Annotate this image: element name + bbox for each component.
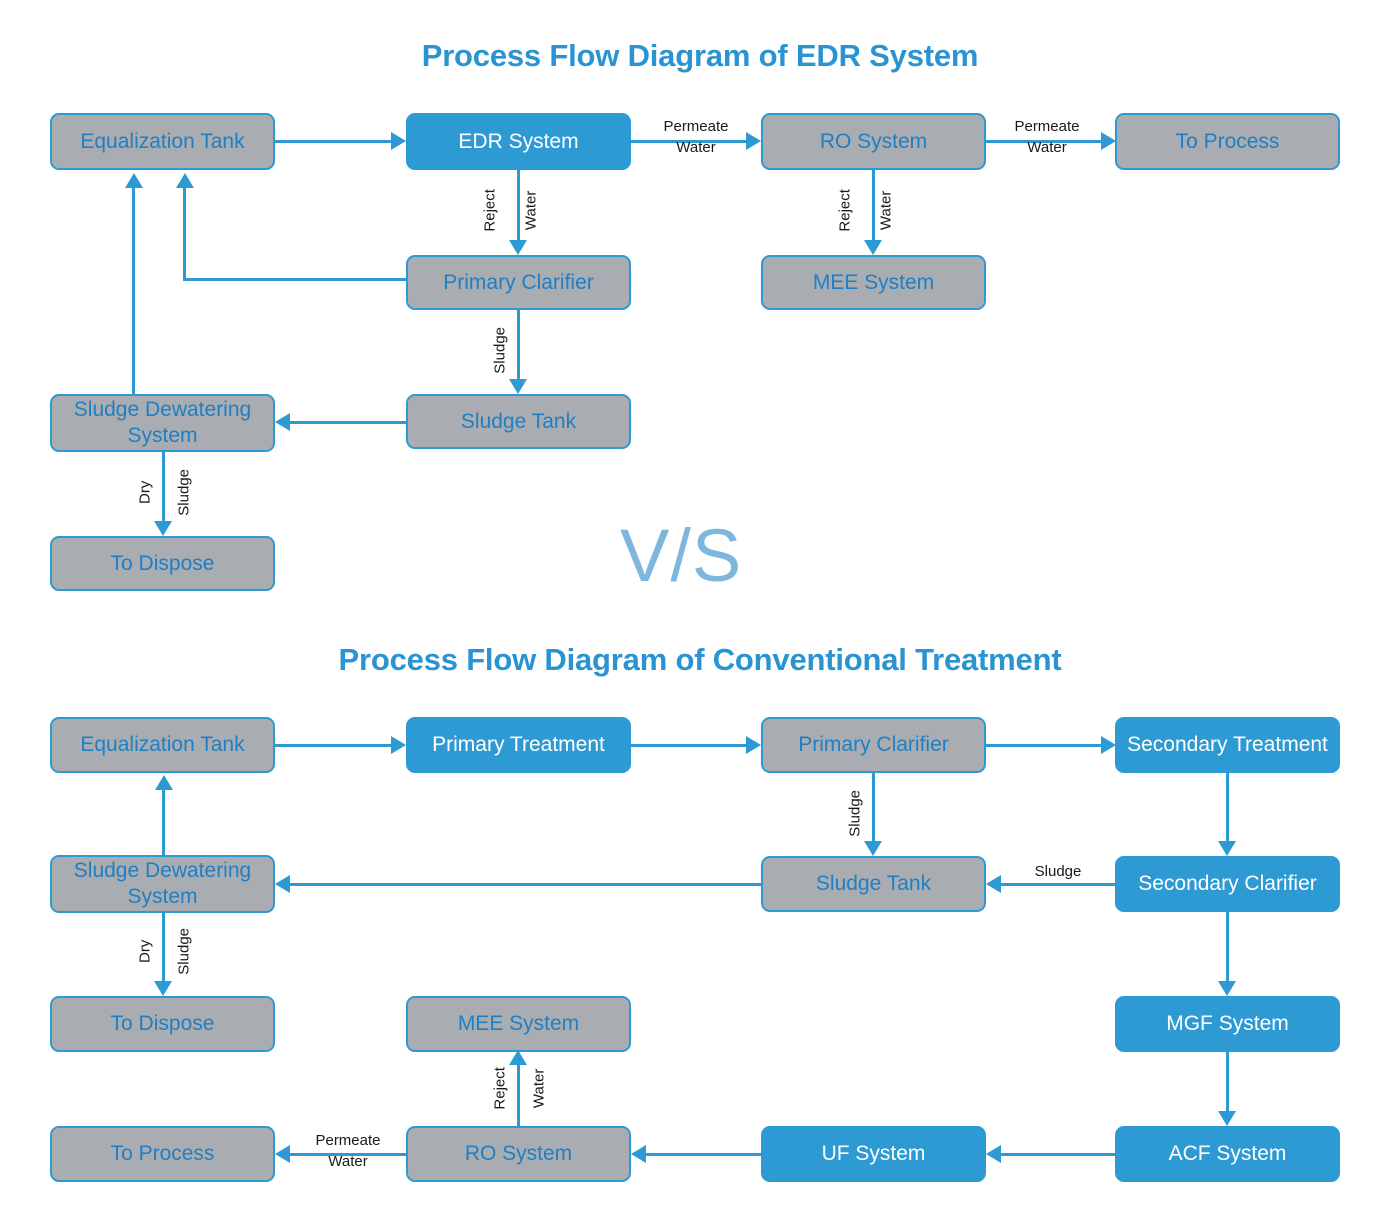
edge-label-dry-sludge-line1: Dry: [136, 480, 154, 505]
node-conv-equalization-tank[interactable]: Equalization Tank: [50, 717, 275, 773]
edge-label-reject-ro-line1: Reject: [836, 189, 854, 232]
connector-ro-to-process: [986, 140, 1101, 143]
edge-label-line2: Water: [1027, 138, 1067, 156]
node-conv-sludge-dewatering-system[interactable]: Sludge Dewatering System: [50, 855, 275, 913]
connector-conv-ro-to-process: [290, 1153, 406, 1156]
node-conv-uf-system[interactable]: UF System: [761, 1126, 986, 1182]
connector-clarifier-recycle-h: [183, 278, 407, 281]
arrowhead-conv-uf-to-ro: [631, 1145, 646, 1163]
connector-edr-to-clarifier: [517, 170, 520, 243]
arrowhead-conv-clarifier-to-sludge-tank: [864, 841, 882, 856]
connector-clarifier-to-sludge-tank: [517, 310, 520, 382]
arrowhead-conv-acf-to-uf: [986, 1145, 1001, 1163]
connector-ro-to-mee: [872, 170, 875, 243]
vs-divider-label: V/S: [620, 514, 743, 597]
arrowhead-conv-sludge-tank-to-dewatering: [275, 875, 290, 893]
edge-label-reject-edr-line1: Reject: [481, 189, 499, 232]
connector-conv-secondary-clarifier-to-mgf: [1226, 912, 1229, 982]
edge-label-conv-sludge-clarifier-to-tank: Sludge: [846, 789, 864, 837]
edge-label-line2: Water: [328, 1152, 368, 1170]
node-edr-ro-system[interactable]: RO System: [761, 113, 986, 170]
node-conv-acf-system[interactable]: ACF System: [1115, 1126, 1340, 1182]
edge-label-conv-reject-ro-line2: Water: [530, 1068, 548, 1109]
connector-clarifier-recycle-v: [183, 188, 186, 280]
node-conv-mgf-system[interactable]: MGF System: [1115, 996, 1340, 1052]
connector-dewatering-to-dispose: [162, 452, 165, 524]
edge-label-reject-ro-line2: Water: [877, 190, 895, 231]
connector-conv-secondary-clarifier-to-sludge-tank: [1001, 883, 1115, 886]
node-conv-to-dispose[interactable]: To Dispose: [50, 996, 275, 1052]
connector-conv-clarifier-to-sludge-tank: [872, 773, 875, 844]
arrowhead-edr-to-ro: [746, 132, 761, 150]
node-edr-equalization-tank[interactable]: Equalization Tank: [50, 113, 275, 170]
node-conv-primary-clarifier[interactable]: Primary Clarifier: [761, 717, 986, 773]
connector-conv-sludge-tank-to-dewatering: [290, 883, 761, 886]
node-conv-secondary-treatment[interactable]: Secondary Treatment: [1115, 717, 1340, 773]
arrowhead-clarifier-recycle: [176, 173, 194, 188]
arrowhead-conv-clarifier-to-secondary-treatment: [1101, 736, 1116, 754]
arrowhead-sludge-tank-to-dewatering: [275, 413, 290, 431]
edge-label-dry-sludge-line2: Sludge: [175, 468, 193, 516]
edge-label-line2: Water: [676, 138, 716, 156]
connector-conv-secondary-treatment-to-clarifier: [1226, 773, 1229, 844]
node-conv-sludge-tank[interactable]: Sludge Tank: [761, 856, 986, 912]
arrowhead-conv-mgf-to-acf: [1218, 1111, 1236, 1126]
node-conv-mee-system[interactable]: MEE System: [406, 996, 631, 1052]
page-title-conventional: Process Flow Diagram of Conventional Tre…: [338, 642, 1062, 677]
edge-label-conv-reject-ro-line1: Reject: [491, 1067, 509, 1110]
connector-edr-to-ro: [631, 140, 746, 143]
arrowhead-conv-primary-treatment-to-clarifier: [746, 736, 761, 754]
node-edr-edr-system[interactable]: EDR System: [406, 113, 631, 170]
arrowhead-conv-dewatering-to-dispose: [154, 981, 172, 996]
node-edr-to-dispose[interactable]: To Dispose: [50, 536, 275, 591]
arrowhead-dewatering-to-eq: [125, 173, 143, 188]
arrowhead-edr-to-clarifier: [509, 240, 527, 255]
arrowhead-conv-eq-to-primary-treatment: [391, 736, 406, 754]
edge-label-line1: Permeate: [663, 118, 729, 135]
arrowhead-conv-secondary-treatment-to-clarifier: [1218, 841, 1236, 856]
connector-conv-eq-to-primary-treatment: [275, 744, 391, 747]
node-conv-to-process[interactable]: To Process: [50, 1126, 275, 1182]
edge-label-line1: Permeate: [1014, 118, 1080, 135]
connector-conv-dewatering-to-eq: [162, 790, 165, 856]
connector-conv-mgf-to-acf: [1226, 1052, 1229, 1112]
edge-label-conv-sludge-secondary-to-tank: Sludge: [1034, 863, 1082, 880]
arrowhead-conv-ro-to-process: [275, 1145, 290, 1163]
node-conv-ro-system[interactable]: RO System: [406, 1126, 631, 1182]
connector-conv-uf-to-ro: [646, 1153, 761, 1156]
edge-label-sludge-clarifier-to-tank: Sludge: [491, 326, 509, 374]
node-edr-primary-clarifier[interactable]: Primary Clarifier: [406, 255, 631, 310]
edge-label-line1: Permeate: [315, 1132, 381, 1149]
node-edr-sludge-dewatering-system[interactable]: Sludge Dewatering System: [50, 394, 275, 452]
connector-conv-primary-treatment-to-clarifier: [631, 744, 746, 747]
arrowhead-conv-ro-to-mee: [509, 1050, 527, 1065]
arrowhead-conv-dewatering-to-eq: [155, 775, 173, 790]
edge-label-conv-dry-sludge-line2: Sludge: [175, 927, 193, 975]
connector-conv-ro-to-mee: [517, 1065, 520, 1127]
connector-conv-dewatering-to-dispose: [162, 913, 165, 983]
arrowhead-eq-to-edr: [391, 132, 406, 150]
arrowhead-conv-secondary-clarifier-to-sludge-tank: [986, 875, 1001, 893]
arrowhead-dewatering-to-dispose: [154, 521, 172, 536]
connector-dewatering-to-eq: [132, 188, 135, 396]
arrowhead-ro-to-process: [1101, 132, 1116, 150]
connector-conv-clarifier-to-secondary-treatment: [986, 744, 1101, 747]
node-edr-mee-system[interactable]: MEE System: [761, 255, 986, 310]
arrowhead-ro-to-mee: [864, 240, 882, 255]
arrowhead-conv-secondary-clarifier-to-mgf: [1218, 981, 1236, 996]
connector-sludge-tank-to-dewatering: [290, 421, 407, 424]
connector-eq-to-edr: [275, 140, 391, 143]
arrowhead-clarifier-to-sludge-tank: [509, 379, 527, 394]
edge-label-conv-dry-sludge-line1: Dry: [136, 939, 154, 964]
connector-conv-acf-to-uf: [1001, 1153, 1115, 1156]
node-conv-secondary-clarifier[interactable]: Secondary Clarifier: [1115, 856, 1340, 912]
node-conv-primary-treatment[interactable]: Primary Treatment: [406, 717, 631, 773]
node-edr-sludge-tank[interactable]: Sludge Tank: [406, 394, 631, 449]
page-title-edr: Process Flow Diagram of EDR System: [421, 38, 979, 73]
edge-label-reject-edr-line2: Water: [522, 190, 540, 231]
node-edr-to-process[interactable]: To Process: [1115, 113, 1340, 170]
